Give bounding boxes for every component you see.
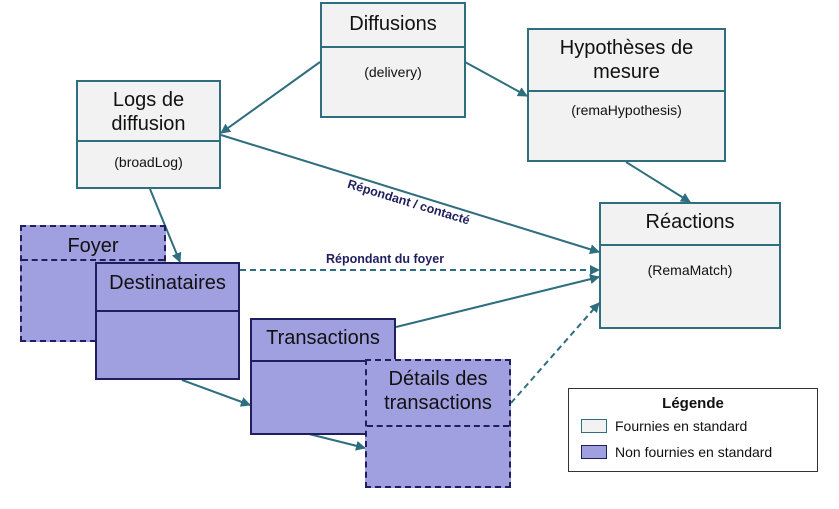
table-divider [97, 310, 238, 312]
table-internal-name: (delivery) [364, 64, 422, 80]
arrow-destinataires-to-transactions [181, 379, 251, 407]
arrow-details-to-reactions-dashed [510, 302, 600, 404]
table-title: Détails des transactions [384, 368, 492, 414]
arrow-logs-to-reactions [220, 134, 600, 255]
table-destinataires: Destinataires [95, 262, 240, 380]
table-title: Destinataires [109, 272, 226, 294]
table-title: Hypothèses de mesure [559, 37, 694, 83]
edge-label-repondant-foyer: Répondant du foyer [326, 252, 445, 266]
legend-label-nonstandard: Non fournies en standard [615, 444, 773, 460]
table-hypotheses: Hypothèses de mesure (remaHypothesis) [527, 28, 726, 162]
table-title: Transactions [266, 327, 380, 349]
arrow-diffusions-to-logs [220, 61, 321, 134]
table-title: Logs de diffusion [111, 89, 186, 135]
table-reactions: Réactions (RemaMatch) [599, 202, 781, 329]
arrow-transactions-to-reactions [395, 274, 600, 328]
legend-swatch-standard [581, 419, 607, 433]
table-title: Réactions [645, 211, 735, 233]
table-title: Foyer [67, 235, 119, 257]
table-divider [529, 90, 724, 92]
table-divider [252, 360, 394, 362]
arrow-diffusions-to-hypotheses [464, 61, 528, 97]
table-internal-name: (remaHypothesis) [571, 102, 682, 118]
table-divider [322, 46, 464, 48]
legend-title: Légende [662, 395, 724, 412]
table-logs: Logs de diffusion (broadLog) [76, 80, 221, 189]
table-details: Détails des transactions [365, 359, 511, 488]
table-divider [78, 140, 219, 142]
table-internal-name: (broadLog) [114, 154, 183, 170]
table-divider [601, 244, 779, 246]
table-internal-name: (RemaMatch) [647, 262, 733, 278]
legend: Légende Fournies en standard Non fournie… [568, 388, 818, 472]
arrow-transactions-to-details [304, 432, 366, 451]
table-diffusions: Diffusions (delivery) [320, 2, 466, 118]
arrow-hypotheses-to-reactions [625, 161, 691, 203]
legend-swatch-nonstandard [581, 445, 607, 459]
table-divider [367, 425, 509, 427]
table-divider [22, 259, 164, 261]
table-title: Diffusions [349, 13, 437, 35]
legend-label-standard: Fournies en standard [615, 418, 748, 434]
